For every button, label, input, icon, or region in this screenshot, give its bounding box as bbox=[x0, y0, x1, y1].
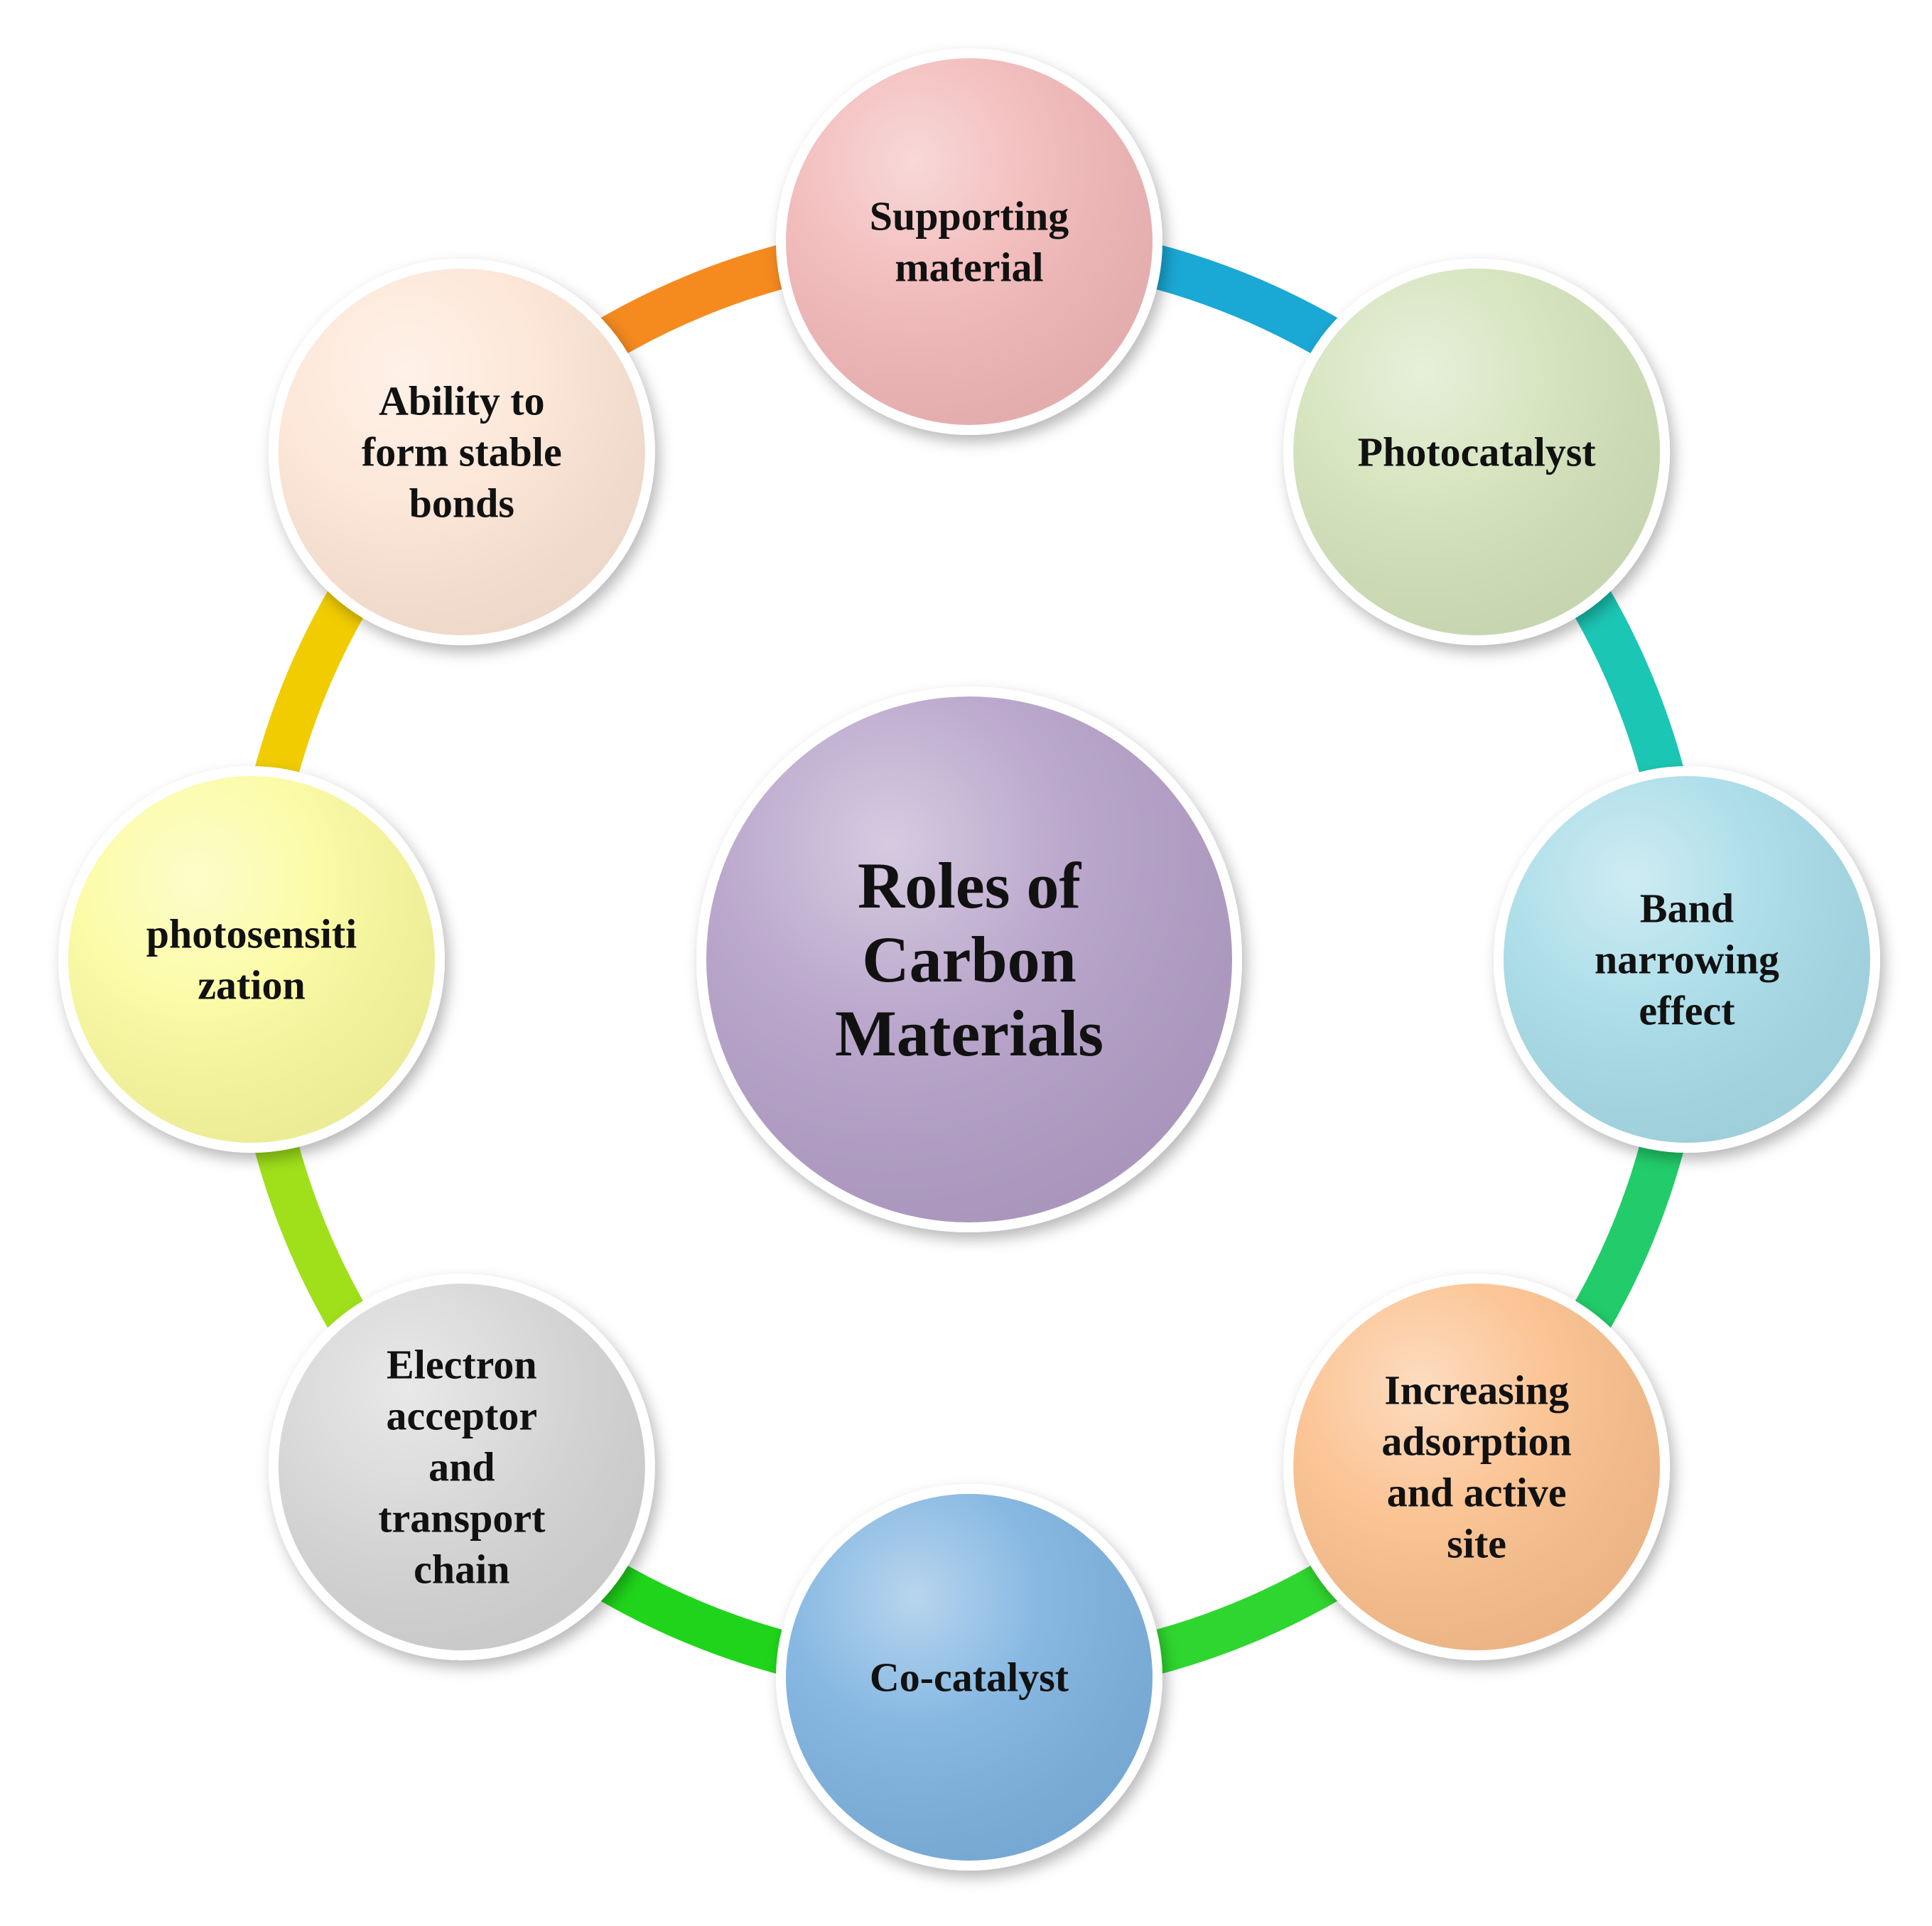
node-band-narrowing-effect-label-line: effect bbox=[1639, 988, 1735, 1034]
node-electron-acceptor-label-line: acceptor bbox=[387, 1393, 538, 1439]
center-roles-of-carbon-materials-label-line: Materials bbox=[835, 997, 1103, 1070]
node-supporting-material-label-line: Supporting bbox=[870, 193, 1069, 240]
node-electron-acceptor-gloss bbox=[278, 1284, 645, 1651]
node-ability-stable-bonds-label-line: Ability to bbox=[379, 377, 545, 424]
node-photocatalyst: Photocatalyst bbox=[1283, 258, 1671, 645]
node-photosensitization: photosensiti zation bbox=[58, 766, 445, 1153]
node-increasing-adsorption-gloss bbox=[1293, 1284, 1661, 1651]
node-supporting-material-gloss bbox=[786, 58, 1153, 425]
node-electron-acceptor-label-line: transport bbox=[378, 1495, 546, 1542]
node-ability-stable-bonds-label-line: bonds bbox=[409, 480, 514, 526]
node-electron-acceptor-label-line: and bbox=[428, 1444, 495, 1490]
node-electron-acceptor-label-line: chain bbox=[414, 1546, 509, 1593]
node-increasing-adsorption-label-line: site bbox=[1447, 1521, 1506, 1567]
node-photosensitization-label-line: photosensiti bbox=[146, 911, 357, 957]
node-photosensitization-label-line: zation bbox=[198, 962, 305, 1008]
node-ability-stable-bonds-gloss bbox=[278, 268, 645, 635]
center-roles-of-carbon-materials-gloss bbox=[706, 696, 1232, 1222]
node-ability-stable-bonds: Ability to form stable bonds bbox=[268, 258, 655, 645]
center-roles-of-carbon-materials-label-line: Carbon bbox=[862, 923, 1076, 996]
node-band-narrowing-effect-label-line: Band bbox=[1640, 886, 1734, 932]
node-increasing-adsorption-label-line: and active bbox=[1387, 1470, 1567, 1516]
node-band-narrowing-effect-label-line: narrowing bbox=[1594, 937, 1779, 983]
node-increasing-adsorption-label-line: adsorption bbox=[1381, 1419, 1572, 1465]
node-electron-acceptor-label-line: Electron bbox=[387, 1342, 537, 1388]
node-band-narrowing-effect: Band narrowing effect bbox=[1494, 766, 1880, 1153]
node-supporting-material-label-line: material bbox=[895, 244, 1043, 291]
node-photocatalyst-gloss bbox=[1293, 268, 1661, 635]
node-ability-stable-bonds-label-line: form stable bbox=[362, 429, 562, 475]
node-increasing-adsorption-label-line: Increasing bbox=[1384, 1367, 1569, 1414]
node-co-catalyst: Co-catalyst bbox=[776, 1484, 1162, 1871]
node-band-narrowing-effect-gloss bbox=[1504, 776, 1870, 1143]
node-co-catalyst-label-line: Co-catalyst bbox=[870, 1655, 1069, 1701]
node-increasing-adsorption: Increasing adsorption and active site bbox=[1283, 1274, 1671, 1661]
node-co-catalyst-gloss bbox=[786, 1494, 1153, 1861]
center-roles-of-carbon-materials-label-line: Roles of bbox=[858, 849, 1082, 922]
node-photosensitization-gloss bbox=[68, 776, 435, 1143]
node-photocatalyst-label-line: Photocatalyst bbox=[1358, 429, 1597, 475]
